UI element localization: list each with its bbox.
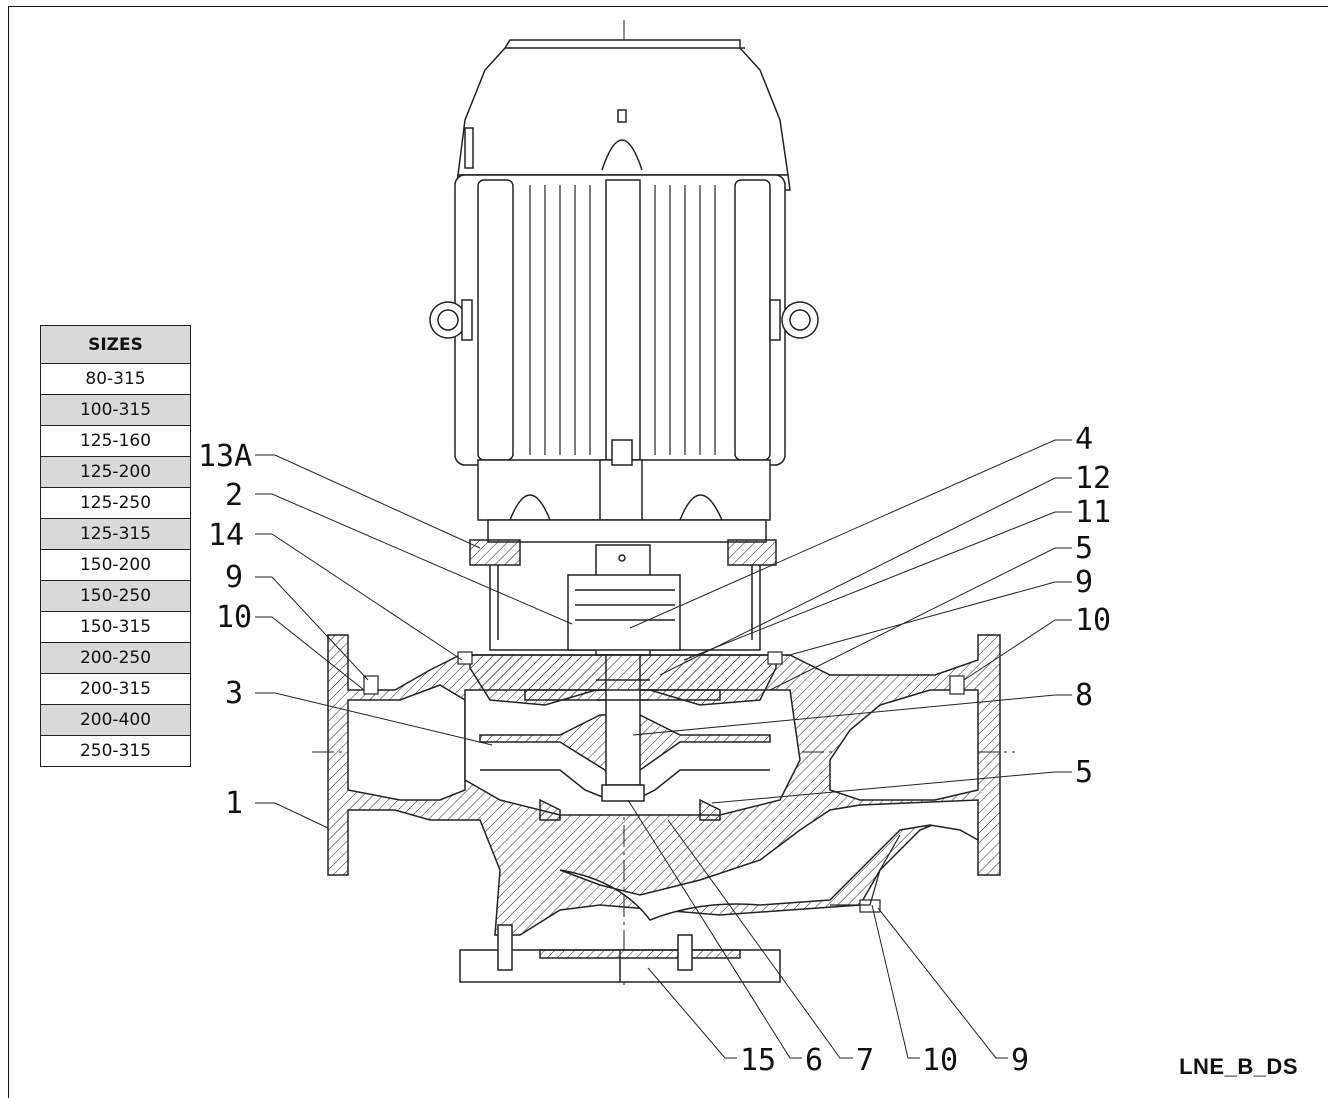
callout-11: 11 <box>1075 495 1111 530</box>
callout-7: 7 <box>856 1043 874 1078</box>
callout-10-right: 10 <box>1075 603 1111 638</box>
size-row: 125-160 <box>40 425 191 457</box>
callouts-right: 4 12 11 5 9 10 8 5 <box>1075 422 1111 790</box>
size-row: 125-250 <box>40 487 191 519</box>
callout-8: 8 <box>1075 678 1093 713</box>
sizes-table: SIZES 80-315 100-315 125-160 125-200 125… <box>40 325 191 767</box>
size-row: 100-315 <box>40 394 191 426</box>
base-foot <box>459 924 781 983</box>
size-row: 200-250 <box>40 642 191 674</box>
drawing-frame <box>8 6 1328 1098</box>
drawing-code-label: LNE_B_DS <box>1179 1054 1298 1079</box>
callout-15: 15 <box>740 1043 776 1078</box>
callout-10: 10 <box>216 600 252 635</box>
size-row: 150-315 <box>40 611 191 643</box>
callout-12: 12 <box>1075 461 1111 496</box>
callout-3: 3 <box>225 676 243 711</box>
size-row: 80-315 <box>40 363 191 395</box>
size-row: 150-250 <box>40 580 191 612</box>
motor <box>429 39 819 521</box>
size-row: 125-315 <box>40 518 191 550</box>
bolts <box>363 651 965 913</box>
callouts-bottom: 15 6 7 10 9 <box>740 1043 1029 1078</box>
leader-lines <box>255 439 1072 1059</box>
callout-2: 2 <box>225 478 243 513</box>
callout-10-bottom: 10 <box>922 1043 958 1078</box>
volute-passages <box>347 684 979 921</box>
size-row: 250-315 <box>40 735 191 767</box>
callout-14: 14 <box>208 518 244 553</box>
sizes-header: SIZES <box>40 325 191 364</box>
callout-5-upper: 5 <box>1075 531 1093 566</box>
callout-13a: 13A <box>198 439 252 474</box>
seal-cover <box>469 574 777 706</box>
callout-9-right: 9 <box>1075 565 1093 600</box>
callout-6: 6 <box>805 1043 823 1078</box>
size-row: 150-200 <box>40 549 191 581</box>
callout-9-bottom: 9 <box>1011 1043 1029 1078</box>
callout-5-lower: 5 <box>1075 755 1093 790</box>
size-row: 200-315 <box>40 673 191 705</box>
motor-fins <box>529 185 716 455</box>
callout-4: 4 <box>1075 422 1093 457</box>
callout-1: 1 <box>225 786 243 821</box>
callout-9: 9 <box>225 560 243 595</box>
size-row: 125-200 <box>40 456 191 488</box>
callouts-left: 13A 2 14 9 10 3 1 <box>198 439 252 821</box>
size-row: 200-400 <box>40 704 191 736</box>
